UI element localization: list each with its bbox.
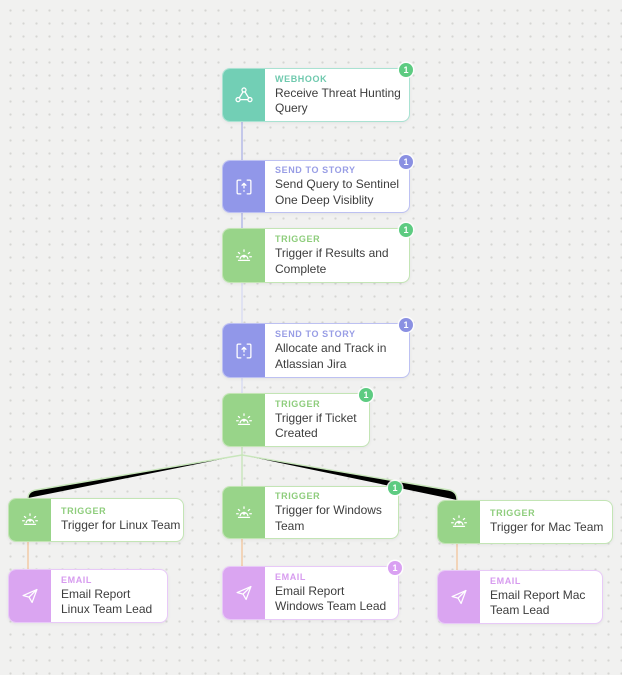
node-type-label: EMAIL xyxy=(61,574,92,585)
send-to-story-icon xyxy=(223,161,265,212)
node-type-label: SEND TO STORY xyxy=(275,165,356,176)
node-name: Trigger for Linux Team xyxy=(61,518,181,533)
node-send-to-story-sentinel[interactable]: SEND TO STORY Send Query to Sentinel One… xyxy=(222,155,413,213)
node-email-linux[interactable]: EMAIL Email Report Linux Team Lead xyxy=(8,569,168,623)
trigger-icon xyxy=(223,394,265,446)
node-type-label: EMAIL xyxy=(275,571,306,582)
node-type-label: TRIGGER xyxy=(490,508,536,519)
email-send-icon xyxy=(223,567,265,619)
event-count-badge[interactable]: 1 xyxy=(399,318,413,332)
node-type-label: SEND TO STORY xyxy=(275,329,356,340)
node-type-label: WEBHOOK xyxy=(275,73,328,84)
event-count-badge[interactable]: 1 xyxy=(388,481,402,495)
node-name: Trigger if Results and Complete xyxy=(275,246,389,276)
node-trigger-ticket-created[interactable]: TRIGGER Trigger if Ticket Created 1 xyxy=(222,388,373,447)
trigger-icon xyxy=(223,487,265,538)
node-trigger-windows[interactable]: TRIGGER Trigger for Windows Team 1 xyxy=(222,481,402,539)
send-to-story-icon xyxy=(223,324,265,377)
webhook-icon xyxy=(223,69,265,121)
node-trigger-linux[interactable]: TRIGGER Trigger for Linux Team xyxy=(8,498,184,542)
event-count-badge[interactable]: 1 xyxy=(388,561,402,575)
node-type-label: EMAIL xyxy=(490,575,521,586)
email-send-icon xyxy=(9,570,51,622)
trigger-icon xyxy=(438,501,480,543)
node-name: Email Report Windows Team Lead xyxy=(275,583,387,613)
node-name: Trigger for Mac Team xyxy=(490,520,604,535)
trigger-icon xyxy=(9,499,51,541)
node-webhook-receive-query[interactable]: WEBHOOK Receive Threat Hunting Query 1 xyxy=(222,63,413,122)
node-name: Trigger if Ticket Created xyxy=(275,410,357,440)
node-trigger-mac[interactable]: TRIGGER Trigger for Mac Team xyxy=(437,500,613,544)
node-name: Email Report Mac Team Lead xyxy=(490,587,586,617)
event-count-badge[interactable]: 1 xyxy=(399,223,413,237)
trigger-icon xyxy=(223,229,265,282)
connector-to-trigger-linux xyxy=(27,454,243,499)
node-name: Trigger for Windows Team xyxy=(275,503,382,533)
node-trigger-results-complete[interactable]: TRIGGER Trigger if Results and Complete … xyxy=(222,223,413,283)
node-name: Allocate and Track in Atlassian Jira xyxy=(275,341,387,371)
node-send-to-story-jira[interactable]: SEND TO STORY Allocate and Track in Atla… xyxy=(222,318,413,378)
event-count-badge[interactable]: 1 xyxy=(399,63,413,77)
node-name: Send Query to Sentinel One Deep Visiblit… xyxy=(275,177,400,207)
node-email-mac[interactable]: EMAIL Email Report Mac Team Lead xyxy=(437,570,603,624)
event-count-badge[interactable]: 1 xyxy=(399,155,413,169)
node-type-label: TRIGGER xyxy=(275,234,321,245)
node-type-label: TRIGGER xyxy=(61,506,107,517)
node-type-label: TRIGGER xyxy=(275,491,321,502)
node-email-windows[interactable]: EMAIL Email Report Windows Team Lead 1 xyxy=(222,561,402,620)
node-name: Email Report Linux Team Lead xyxy=(61,586,153,616)
node-name: Receive Threat Hunting Query xyxy=(275,85,401,115)
event-count-badge[interactable]: 1 xyxy=(359,388,373,402)
email-send-icon xyxy=(438,571,480,623)
node-type-label: TRIGGER xyxy=(275,398,321,409)
